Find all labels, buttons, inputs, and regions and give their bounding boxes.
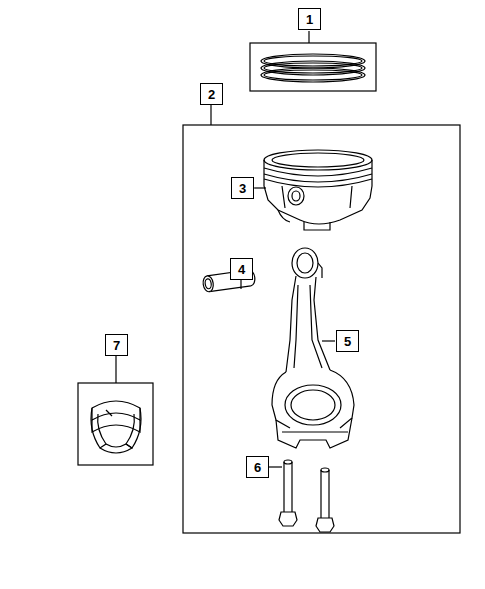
- callout-number: 2: [208, 88, 215, 101]
- ring-frame: [250, 43, 376, 91]
- callout-box: 6: [246, 456, 269, 478]
- callout-number: 3: [239, 182, 246, 195]
- callout-number: 5: [344, 335, 351, 348]
- rod-bearing: [91, 401, 141, 453]
- callout-box: 2: [200, 83, 223, 105]
- callout-number: 4: [238, 263, 245, 276]
- piston: [264, 150, 372, 230]
- callout-number: 6: [254, 461, 261, 474]
- callout-box: 3: [231, 177, 254, 199]
- group-frame: [183, 125, 460, 533]
- piston-rings: [261, 54, 365, 82]
- callout-box: 4: [230, 258, 253, 280]
- callout-number: 1: [306, 13, 313, 26]
- callout-box: 1: [298, 8, 321, 30]
- bearing-frame: [78, 383, 153, 465]
- callout-box: 7: [105, 334, 128, 356]
- callout-number: 7: [113, 339, 120, 352]
- rod-bolts: [279, 460, 334, 532]
- callout-box: 5: [336, 330, 359, 352]
